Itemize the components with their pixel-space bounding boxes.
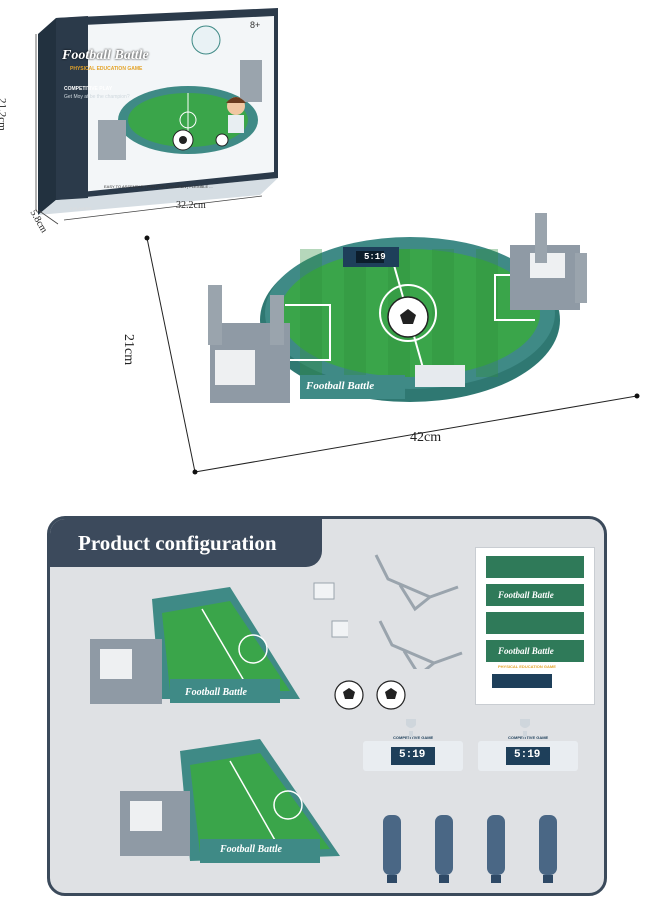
half-pitch-2 bbox=[120, 739, 340, 863]
box-tagline-2: Get Moy at be the champion? bbox=[64, 94, 130, 100]
goal-frames bbox=[374, 554, 463, 669]
scoreboard-1: 5:19 COMPETITIVE GAME bbox=[363, 735, 463, 771]
box-brand-subtitle: PHYSICAL EDUCATION GAME bbox=[70, 66, 143, 72]
sticker-1 bbox=[486, 556, 584, 578]
sticker-4: Football Battle bbox=[486, 640, 584, 662]
box-bottom-text: EASY TO ASSEMBLE | FUN FOR CHILDREN | FL… bbox=[104, 184, 213, 189]
svg-text:8+: 8+ bbox=[250, 20, 260, 30]
soccer-balls bbox=[334, 680, 406, 710]
table-dimension-lines bbox=[144, 235, 640, 475]
table-scoreboard-score: 5:19 bbox=[364, 252, 386, 262]
half-pitch-1-brand: Football Battle bbox=[185, 687, 247, 698]
football-table-illustration bbox=[208, 213, 587, 403]
scoreboard-1-score: 5:19 bbox=[399, 749, 426, 761]
sticker-subtitle: PHYSICAL EDUCATION GAME bbox=[498, 664, 556, 669]
sticker-4-brand: Football Battle bbox=[498, 646, 554, 656]
box-brand-title: Football Battle bbox=[62, 48, 149, 63]
half-pitch-1 bbox=[90, 587, 300, 704]
table-brand-label: Football Battle bbox=[306, 380, 375, 392]
box-dimension-lines bbox=[35, 34, 263, 225]
scoreboard-1-label: COMPETITIVE GAME bbox=[393, 735, 434, 740]
sticker-2-brand: Football Battle bbox=[498, 590, 554, 600]
sticker-2: Football Battle bbox=[486, 584, 584, 606]
box-width-label: 32.2cm bbox=[176, 200, 206, 211]
sticker-sheet: Football Battle Football Battle PHYSICAL… bbox=[475, 547, 595, 705]
scoreboard-2-label: COMPETITIVE GAME bbox=[508, 735, 549, 740]
scoreboard-2-score: 5:19 bbox=[514, 749, 541, 761]
product-configuration-title: Product configuration bbox=[50, 519, 322, 567]
half-pitch-2-brand: Football Battle bbox=[220, 844, 282, 855]
connector-pieces bbox=[313, 582, 348, 638]
table-depth-label: 21cm bbox=[121, 334, 136, 366]
sticker-scoreboard bbox=[492, 674, 552, 688]
product-box-illustration: 8+ bbox=[38, 8, 278, 215]
table-width-label: 42cm bbox=[410, 430, 442, 445]
scoreboard-2: 5:19 COMPETITIVE GAME bbox=[478, 735, 578, 771]
product-configuration-panel: Product configuration Football Battle Fo… bbox=[47, 516, 607, 896]
box-height-label: 21.2cm bbox=[0, 98, 8, 131]
trophy-icons bbox=[406, 719, 530, 737]
box-tagline-1: COMPETITIVE PLAY bbox=[64, 86, 113, 92]
box-players: 2 PLAYERS bbox=[70, 206, 92, 211]
player-handles bbox=[383, 815, 557, 883]
sticker-3 bbox=[486, 612, 584, 634]
